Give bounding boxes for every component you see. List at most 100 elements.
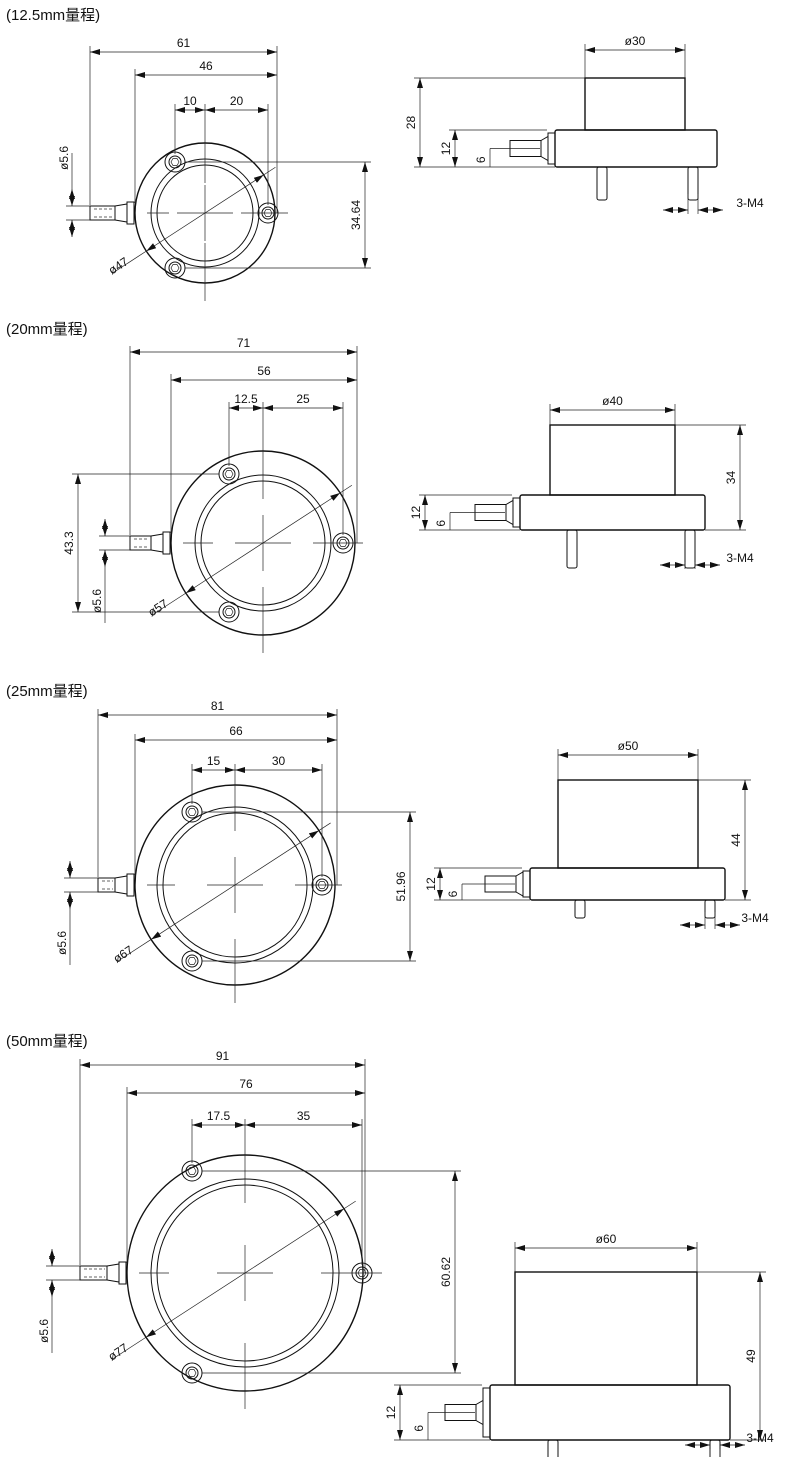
mounting-hole [185, 1366, 199, 1380]
dim-cable-diameter: ø5.6 [37, 1319, 51, 1343]
cable [97, 877, 116, 893]
dim-thread-label: 3-M4 [746, 1431, 774, 1445]
mounting-hole [168, 261, 182, 275]
dim-flange-diameter: ø57 [145, 596, 170, 619]
dim-flange-width: 46 [199, 59, 213, 73]
sensor-body [557, 779, 699, 869]
mounting-hole [185, 1164, 199, 1178]
mounting-hole [222, 605, 236, 619]
hex-socket-icon [187, 1369, 197, 1377]
mounting-hole-boss [218, 601, 240, 623]
dim-cable-height: 6 [474, 156, 488, 163]
dim-hole-spacing: 43.3 [62, 531, 76, 555]
mounting-pin [704, 899, 716, 919]
section-title-20mm: (20mm量程) [6, 321, 88, 338]
flange-side [554, 129, 718, 168]
leader-line [318, 822, 331, 831]
cable [79, 1265, 108, 1281]
dim-thread-label: 3-M4 [741, 911, 769, 925]
dim-body-diameter: ø60 [596, 1232, 617, 1246]
dim-overall-width: 91 [216, 1049, 230, 1063]
hex-socket-icon [187, 808, 197, 816]
dim-hole-spacing: 34.64 [349, 200, 363, 230]
cable-gland-side [515, 871, 524, 897]
leader-line [339, 484, 353, 494]
dim-flange-width: 66 [229, 724, 243, 738]
dim-total-height: 49 [744, 1349, 758, 1363]
dim-flange-diameter: ø67 [111, 943, 136, 966]
leader-line [152, 592, 187, 616]
dim-body-diameter: ø30 [625, 34, 646, 48]
leader-line [343, 1200, 356, 1210]
cable-connector [126, 873, 135, 897]
dim-flange-thickness: 12 [384, 1406, 398, 1420]
side-view-50mm: ø60 49 12 6 3-M4 [384, 1232, 774, 1457]
hex-socket-icon [224, 470, 234, 478]
dim-flange-thickness: 12 [409, 506, 423, 520]
connector-side [522, 870, 531, 898]
sensor-body [584, 77, 686, 131]
dim-overall-width: 61 [177, 36, 191, 50]
hex-socket-icon [224, 608, 234, 616]
dim-hole-to-center: 30 [272, 754, 286, 768]
side-view-25mm: ø50 44 12 6 3-M4 [424, 739, 769, 929]
dim-flange-width: 56 [257, 364, 271, 378]
mounting-hole [185, 805, 199, 819]
dim-cable-diameter: ø5.6 [90, 589, 104, 613]
flange-diameter-leader [146, 174, 264, 252]
mounting-pin [547, 1439, 559, 1457]
dim-hole-to-center: 25 [296, 392, 310, 406]
dim-hole-to-center: 20 [230, 94, 244, 108]
cable-gland [150, 533, 164, 553]
connector-side [547, 132, 556, 165]
dim-hole-spacing: 60.62 [439, 1257, 453, 1287]
cable [89, 205, 116, 221]
flange-diameter-leader [185, 492, 341, 594]
dim-cable-diameter: ø5.6 [57, 146, 71, 170]
section-title-50mm: (50mm量程) [6, 1033, 88, 1050]
dim-hole-offset: 15 [207, 754, 221, 768]
dim-thread-label: 3-M4 [726, 551, 754, 565]
mounting-pin [574, 899, 586, 919]
hex-socket-icon [170, 158, 180, 166]
cable-gland [114, 203, 128, 223]
dim-thread-label: 3-M4 [736, 196, 764, 210]
leader-line [117, 939, 152, 962]
connector-side [482, 1387, 491, 1438]
dim-hole-to-center: 35 [297, 1109, 311, 1123]
mounting-hole-boss [181, 950, 203, 972]
mounting-hole-boss [181, 801, 203, 823]
hex-socket-icon [187, 1167, 197, 1175]
dim-total-height: 44 [729, 833, 743, 847]
dim-overall-width: 71 [237, 336, 251, 350]
dim-total-height: 28 [404, 116, 418, 130]
cable-gland-side [540, 135, 549, 162]
flange-side [529, 867, 726, 901]
cable-gland [114, 875, 128, 895]
sensor-body [549, 424, 676, 496]
dim-hole-offset: 10 [183, 94, 197, 108]
flange-diameter-leader [150, 830, 320, 940]
cable-connector [162, 531, 171, 555]
cable [129, 535, 152, 551]
mounting-hole [222, 467, 236, 481]
dim-body-diameter: ø50 [618, 739, 639, 753]
dim-flange-thickness: 12 [424, 877, 438, 891]
mounting-pin [596, 166, 608, 201]
mounting-hole-boss [164, 257, 186, 279]
cable-connector [126, 201, 135, 225]
cable-gland-side [505, 499, 514, 526]
dim-cable-height: 6 [412, 1425, 426, 1432]
flange-side [519, 494, 706, 531]
mounting-hole-boss [218, 463, 240, 485]
dim-cable-height: 6 [446, 890, 460, 897]
flange-diameter-leader [145, 1208, 345, 1338]
dim-hole-offset: 17.5 [207, 1109, 231, 1123]
flange-side [489, 1384, 731, 1441]
dim-hole-spacing: 51.96 [394, 871, 408, 901]
